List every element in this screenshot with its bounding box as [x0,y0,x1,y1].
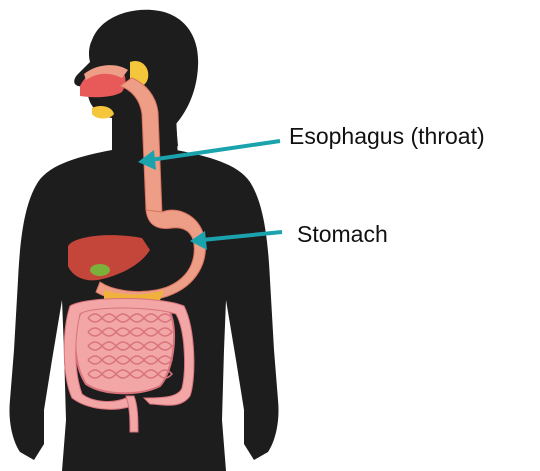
gallbladder [90,264,110,276]
esophagus-label: Esophagus (throat) [289,123,485,150]
stomach-label: Stomach [297,221,388,248]
small-intestine [75,303,174,393]
